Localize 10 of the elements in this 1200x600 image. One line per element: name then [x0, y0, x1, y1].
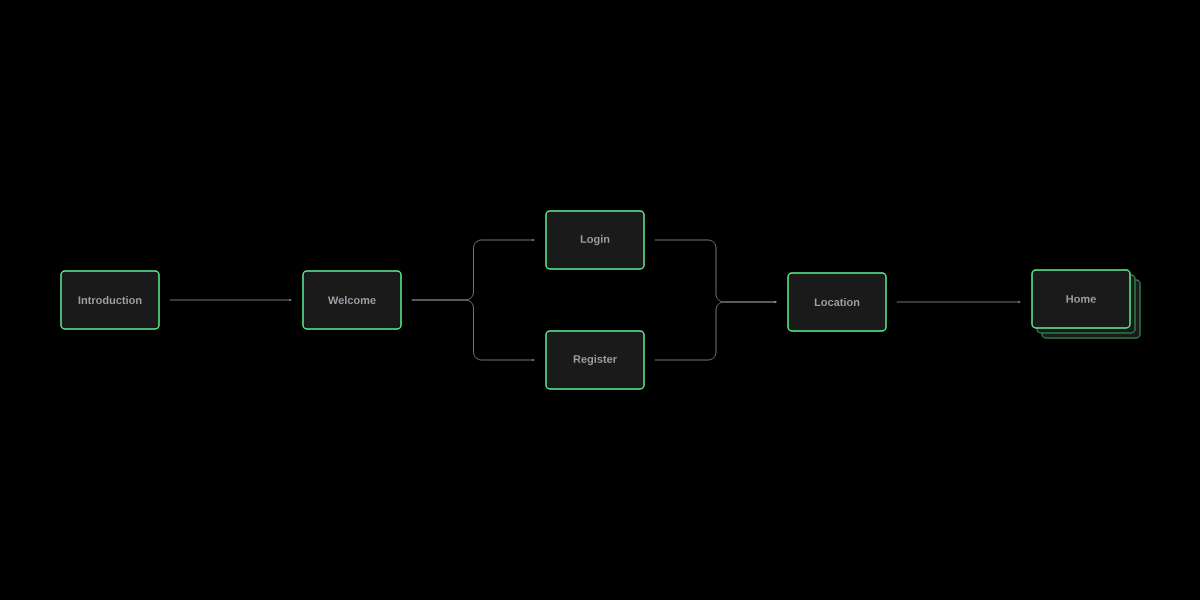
screen-box: Welcome	[302, 270, 402, 330]
screen-box: Introduction	[60, 270, 160, 330]
screen-box: Location	[787, 272, 887, 332]
stacked-screen-box: Home	[1031, 269, 1141, 339]
screen-box: Register	[545, 330, 645, 390]
arrow	[169, 298, 292, 302]
arrow	[654, 300, 777, 361]
arrow	[896, 300, 1021, 304]
arrow	[411, 299, 535, 362]
screen-box: Login	[545, 210, 645, 270]
